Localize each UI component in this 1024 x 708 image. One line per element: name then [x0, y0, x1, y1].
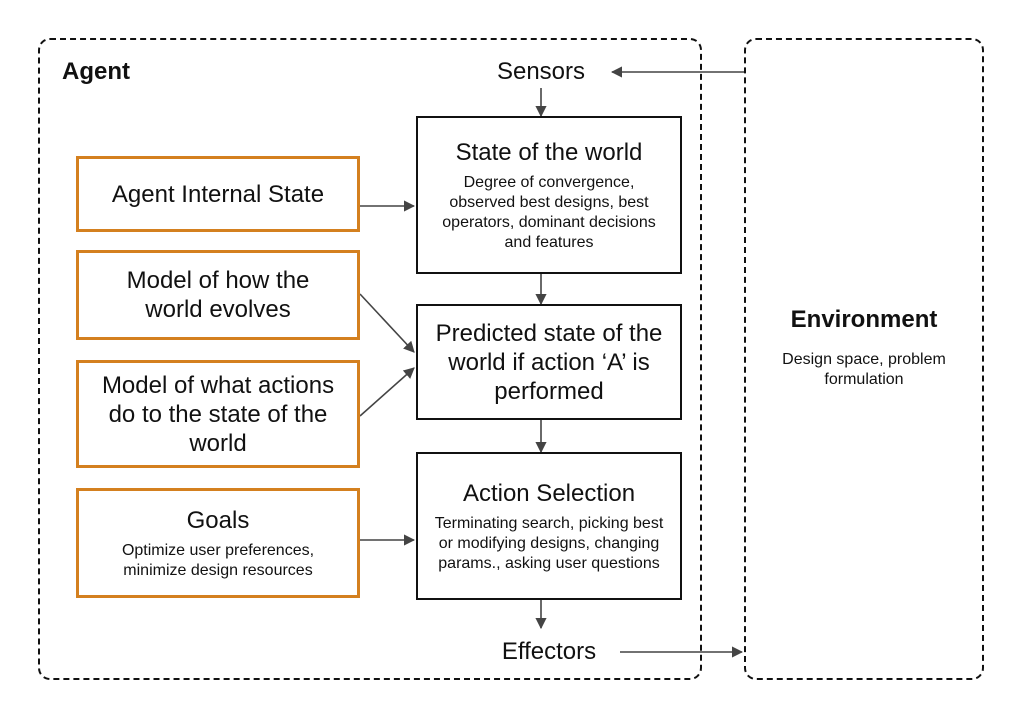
- goals-box: Goals Optimize user preferences, minimiz…: [76, 488, 360, 598]
- agent-internal-state-box: Agent Internal State: [76, 156, 360, 232]
- action-effect-model-title: Model of what actions do to the state of…: [101, 371, 335, 457]
- goals-title: Goals: [186, 506, 250, 534]
- action-effect-model-box: Model of what actions do to the state of…: [76, 360, 360, 468]
- state-of-world-title: State of the world: [455, 138, 643, 166]
- arrow-world-model-to-predicted: [359, 293, 415, 353]
- agent-internal-state-title: Agent Internal State: [111, 180, 325, 208]
- state-of-world-subtitle: Degree of convergence, observed best des…: [442, 173, 656, 251]
- world-evolves-model-box: Model of how the world evolves: [76, 250, 360, 340]
- agent-title: Agent: [62, 58, 130, 85]
- predicted-state-box: Predicted state of the world if action ‘…: [416, 304, 682, 420]
- environment-container: [744, 38, 984, 680]
- state-of-world-box: State of the world Degree of convergence…: [416, 116, 682, 274]
- agent-container: [38, 38, 702, 680]
- action-selection-title: Action Selection: [462, 479, 636, 507]
- goals-subtitle: Optimize user preferences, minimize desi…: [121, 541, 315, 579]
- action-selection-box: Action Selection Terminating search, pic…: [416, 452, 682, 600]
- world-evolves-model-title: Model of how the world evolves: [126, 267, 310, 323]
- environment-description: Design space, problem formulation: [782, 351, 946, 388]
- arrow-action-model-to-predicted: [359, 367, 415, 417]
- predicted-state-title: Predicted state of the world if action ‘…: [435, 319, 663, 405]
- sensors-label: Sensors: [496, 58, 586, 85]
- environment-title: Environment: [790, 306, 938, 333]
- action-selection-subtitle: Terminating search, picking best or modi…: [434, 514, 664, 572]
- effectors-label: Effectors: [501, 638, 597, 665]
